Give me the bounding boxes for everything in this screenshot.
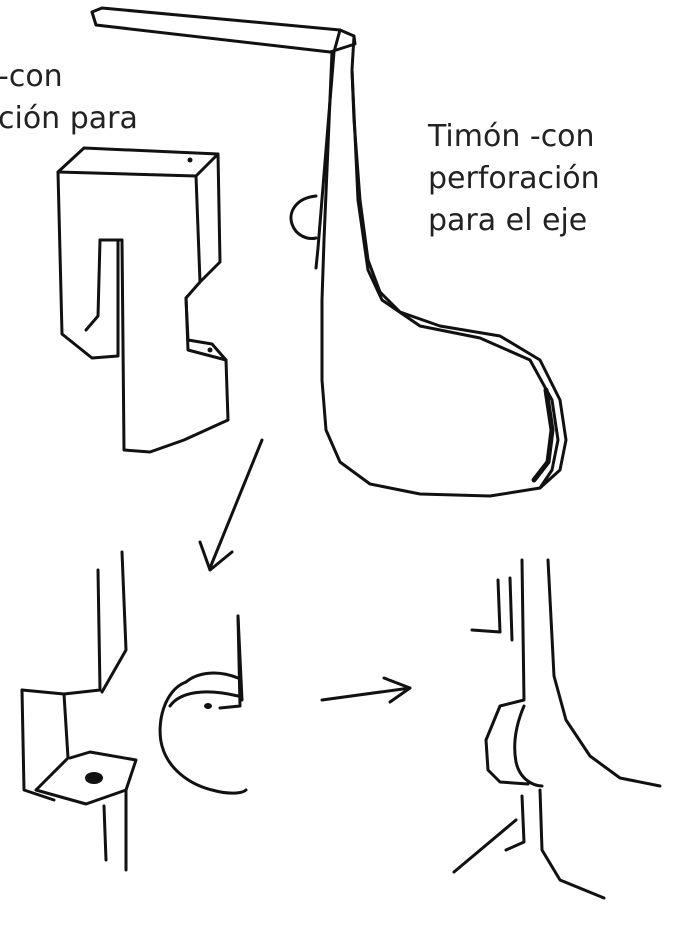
rudder-neck xyxy=(314,28,342,270)
rudder-blade-edge xyxy=(531,387,555,483)
rudder-shaft-notch xyxy=(289,194,318,240)
left-label-line-1: -con xyxy=(0,59,63,94)
bracket-front xyxy=(56,170,120,360)
left-label-line-2: ción para xyxy=(0,101,138,136)
bracket-detail xyxy=(20,550,138,872)
bearing-piece xyxy=(158,614,248,795)
bracket-piece xyxy=(56,146,230,454)
rudder-label-line-2: perforación xyxy=(428,161,600,196)
bracket-hole-top xyxy=(187,157,193,163)
rudder-label-line-1: Timón -con xyxy=(428,119,595,154)
rudder-label: Timón -con perforación para el eje xyxy=(428,116,600,242)
arrow-right xyxy=(320,676,412,704)
bracket-hole-step xyxy=(207,347,213,353)
rudder-top-bar xyxy=(90,6,357,54)
rudder-neck-back xyxy=(350,34,560,490)
left-part-label: -con ción para xyxy=(0,56,138,140)
assembled-rudder xyxy=(452,558,662,900)
rudder-piece xyxy=(90,6,568,498)
bracket-top-face xyxy=(56,146,220,178)
rudder-label-line-3: para el eje xyxy=(428,203,588,238)
rudder-blade-outline xyxy=(320,50,568,498)
bracket-step xyxy=(184,296,228,362)
bracket-right-side xyxy=(120,174,230,454)
bracket-side-back xyxy=(198,152,222,284)
arrow-down xyxy=(198,438,264,572)
